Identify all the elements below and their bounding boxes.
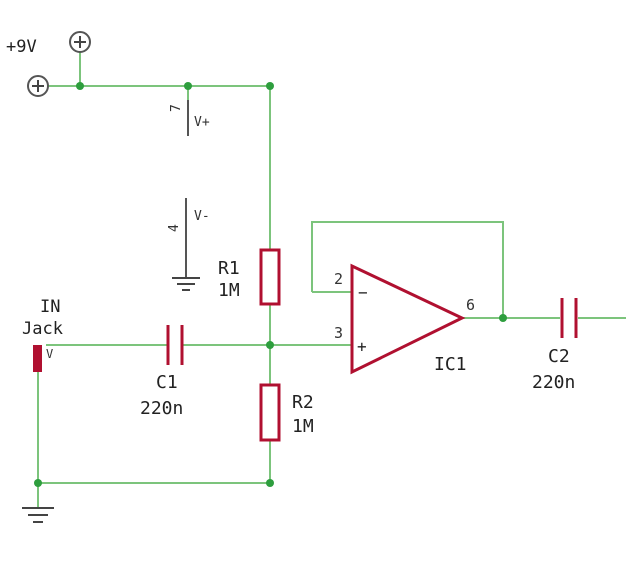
junctions [34,82,507,487]
capacitor-c2 [560,298,578,338]
pin-3-label: 3 [334,324,343,342]
ic1-name: IC1 [434,354,467,375]
input-jack-pin-mark: V [46,347,53,361]
opamp-plus-symbol: + [357,337,367,356]
pin-6-label: 6 [466,296,475,314]
vminus-pin-number: 4 [167,224,182,232]
input-label-line2: Jack [22,319,63,339]
opamp-minus-symbol: − [358,283,368,302]
resistor-r1 [259,248,281,306]
opamp-ic1 [350,263,466,375]
junction-dot [34,479,42,487]
r1-name: R1 [218,258,240,279]
junction-dot [184,82,192,90]
supply-terminal-left [27,75,49,97]
vplus-pin-number: 7 [169,104,184,112]
pin-2-label: 2 [334,270,343,288]
junction-dot [266,82,274,90]
junction-dot [266,341,274,349]
r2-value: 1M [292,416,314,437]
c2-name: C2 [548,346,570,367]
r1-value: 1M [218,280,240,301]
c1-name: C1 [156,372,178,393]
vplus-pin: 7 V+ [169,100,210,136]
vplus-pin-label: V+ [194,115,210,130]
input-jack-icon [33,345,42,372]
wires [37,52,626,508]
vminus-pin-label: V- [194,209,210,224]
ground-icon [22,507,54,523]
ground-icon [172,277,200,291]
c2-value: 220n [532,372,575,393]
junction-dot [76,82,84,90]
input-label-line1: IN [40,297,60,317]
junction-dot [499,314,507,322]
wire-feedback [311,221,504,318]
junction-dot [266,479,274,487]
vminus-pin: 4 V- [167,198,210,291]
supply-label: +9V [6,37,37,57]
resistor-r2 [259,383,281,442]
supply-terminal-top [69,31,91,53]
capacitor-c1 [166,325,184,365]
c1-value: 220n [140,398,183,419]
r2-name: R2 [292,392,314,413]
